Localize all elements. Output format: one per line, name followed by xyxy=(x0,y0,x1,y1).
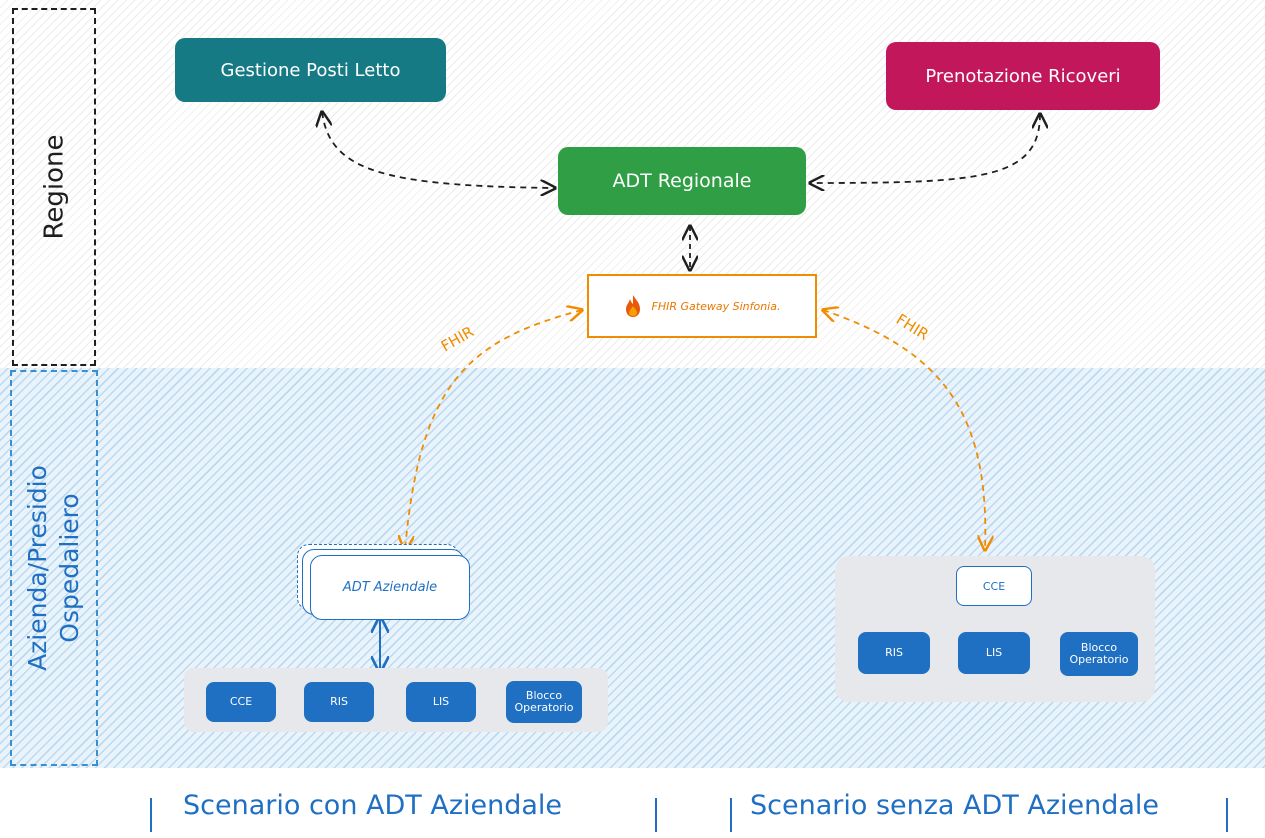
adt-aziendale-box[interactable]: ADT Aziendale xyxy=(310,555,470,620)
system-ris-label: RIS xyxy=(330,695,348,708)
caption-divider-2 xyxy=(655,798,657,832)
system-blocco-operatorio[interactable]: Blocco Operatorio xyxy=(506,681,582,723)
caption-divider-1 xyxy=(150,798,152,832)
caption-divider-4 xyxy=(1226,798,1228,832)
caption-without-adt: Scenario senza ADT Aziendale xyxy=(750,790,1160,821)
link-fhir-right xyxy=(823,310,985,550)
system-blocco-operatorio-right[interactable]: Blocco Operatorio xyxy=(1060,632,1138,676)
caption-with-adt: Scenario con ADT Aziendale xyxy=(183,790,563,821)
fhir-gateway-box[interactable]: FHIR Gateway Sinfonia. xyxy=(587,274,817,338)
azienda-lane xyxy=(10,370,98,766)
cce-box-label: CCE xyxy=(982,579,1006,593)
system-lis-label: LIS xyxy=(432,695,450,708)
system-ris[interactable]: RIS xyxy=(304,682,374,722)
fhir-gateway-label: FHIR Gateway Sinfonia. xyxy=(651,299,781,313)
fire-icon xyxy=(624,294,642,318)
system-blocco-operatorio-label: Blocco Operatorio xyxy=(514,689,574,714)
adt-regionale-label: ADT Regionale xyxy=(612,170,752,192)
gestione-posti-letto-label: Gestione Posti Letto xyxy=(220,59,401,81)
cce-box-outline[interactable]: CCE xyxy=(956,566,1032,606)
link-prenotazione-adt xyxy=(810,114,1040,183)
prenotazione-ricoveri-box[interactable]: Prenotazione Ricoveri xyxy=(886,42,1160,110)
adt-aziendale-label: ADT Aziendale xyxy=(342,580,438,595)
system-cce-label: CCE xyxy=(229,695,253,708)
system-ris-right-label: RIS xyxy=(885,646,903,659)
system-ris-right[interactable]: RIS xyxy=(858,632,930,674)
regione-lane xyxy=(12,8,96,366)
gestione-posti-letto-box[interactable]: Gestione Posti Letto xyxy=(175,38,446,102)
system-lis-right[interactable]: LIS xyxy=(958,632,1030,674)
link-fhir-left xyxy=(405,310,582,550)
system-lis[interactable]: LIS xyxy=(406,682,476,722)
system-cce[interactable]: CCE xyxy=(206,682,276,722)
adt-regionale-box[interactable]: ADT Regionale xyxy=(558,147,806,215)
prenotazione-ricoveri-label: Prenotazione Ricoveri xyxy=(925,65,1121,87)
system-blocco-operatorio-right-label: Blocco Operatorio xyxy=(1069,641,1129,666)
system-lis-right-label: LIS xyxy=(985,646,1003,659)
link-gestione-adt xyxy=(322,112,555,188)
caption-divider-3 xyxy=(730,798,732,832)
